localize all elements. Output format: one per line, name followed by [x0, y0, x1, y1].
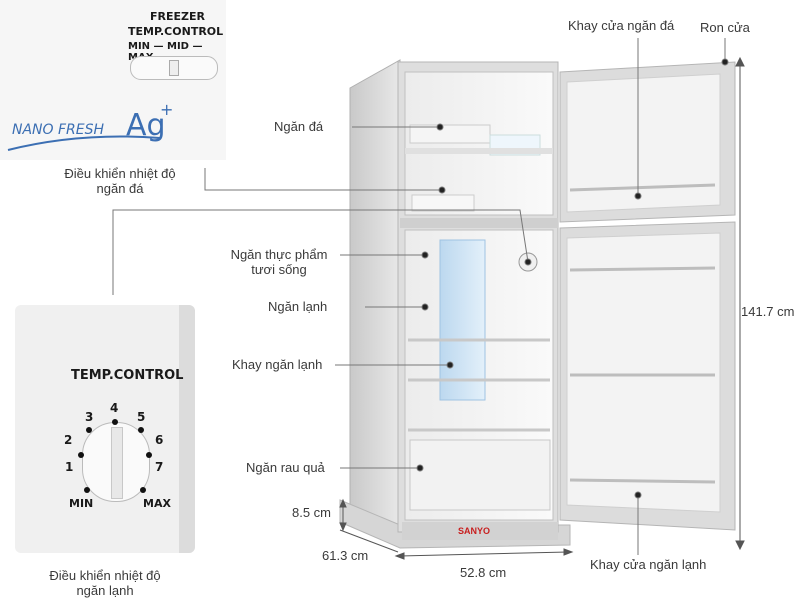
nano-fresh-logo: NANO FRESH [12, 122, 105, 138]
freezer-control-inset: FREEZER TEMP.CONTROL MIN — MID — MAX NAN… [0, 0, 226, 160]
fridge-title: TEMP.CONTROL [71, 368, 184, 383]
fridge-control-inset: TEMP.CONTROL 1 2 3 4 5 6 7 MIN MAX [15, 305, 195, 553]
freezer-control-label: Điều khiển nhiệt độ ngăn đá [64, 166, 176, 196]
dim-width: 52.8 cm [460, 565, 507, 580]
panel-edge [179, 305, 195, 553]
label-fridge-tray: Khay ngăn lạnh [232, 357, 323, 372]
dial-dots [78, 419, 152, 493]
freezer-shelf [405, 148, 553, 154]
dim-depth: 61.3 cm [322, 548, 369, 563]
dial-grip [111, 427, 123, 499]
dial-number-5: 5 [137, 410, 146, 424]
base-plate [402, 522, 558, 540]
ice-tray [409, 124, 491, 144]
dial-number-6: 6 [155, 433, 164, 447]
freezer-door-panel [566, 73, 721, 213]
freezer-slider-knob[interactable] [169, 60, 179, 76]
fridge-door-tray-1 [569, 266, 716, 272]
compartment-divider [400, 218, 558, 228]
freezer-title: FREEZER [150, 10, 205, 23]
dial-number-1: 1 [65, 460, 74, 474]
dial-number-4: 4 [110, 401, 119, 415]
label-fridge: Ngăn lạnh [268, 299, 328, 314]
dim-height: 141.7 cm [741, 304, 795, 319]
dial-number-2: 2 [64, 433, 73, 447]
brand-logo: SANYO [458, 526, 491, 536]
freezer-door-tray [569, 183, 716, 192]
nano-fresh-swoosh [7, 135, 161, 151]
freezer-title-2: TEMP.CONTROL [128, 25, 224, 38]
label-fridge-door-tray: Khay cửa ngăn lạnh [590, 557, 707, 572]
label-freezer: Ngăn đá [274, 119, 324, 134]
ag-plus: + [160, 100, 174, 119]
fridge-temp-dial[interactable] [82, 422, 150, 502]
cabinet-side [349, 59, 401, 531]
label-door-gasket: Ron cửa [700, 20, 750, 35]
dial-number-3: 3 [85, 410, 94, 424]
freezer-vent [411, 194, 475, 212]
label-fresh-food: Ngăn thực phẩm tươi sống [230, 247, 328, 277]
fresh-food-duct [439, 239, 486, 401]
dim-base-height: 8.5 cm [292, 505, 332, 520]
fridge-door-tray-3 [569, 478, 716, 484]
label-freezer-door-tray: Khay cửa ngăn đá [568, 18, 675, 33]
dial-max-label: MAX [143, 497, 171, 510]
fridge-door-panel [566, 232, 721, 513]
fridge-control-label: Điều khiển nhiệt độ ngăn lạnh [49, 568, 161, 598]
dial-min-label: MIN [69, 497, 94, 510]
vegetable-crisper [409, 439, 551, 511]
label-vegetable: Ngăn rau quả [246, 460, 325, 475]
freezer-slider[interactable] [130, 56, 218, 80]
dial-number-7: 7 [155, 460, 164, 474]
